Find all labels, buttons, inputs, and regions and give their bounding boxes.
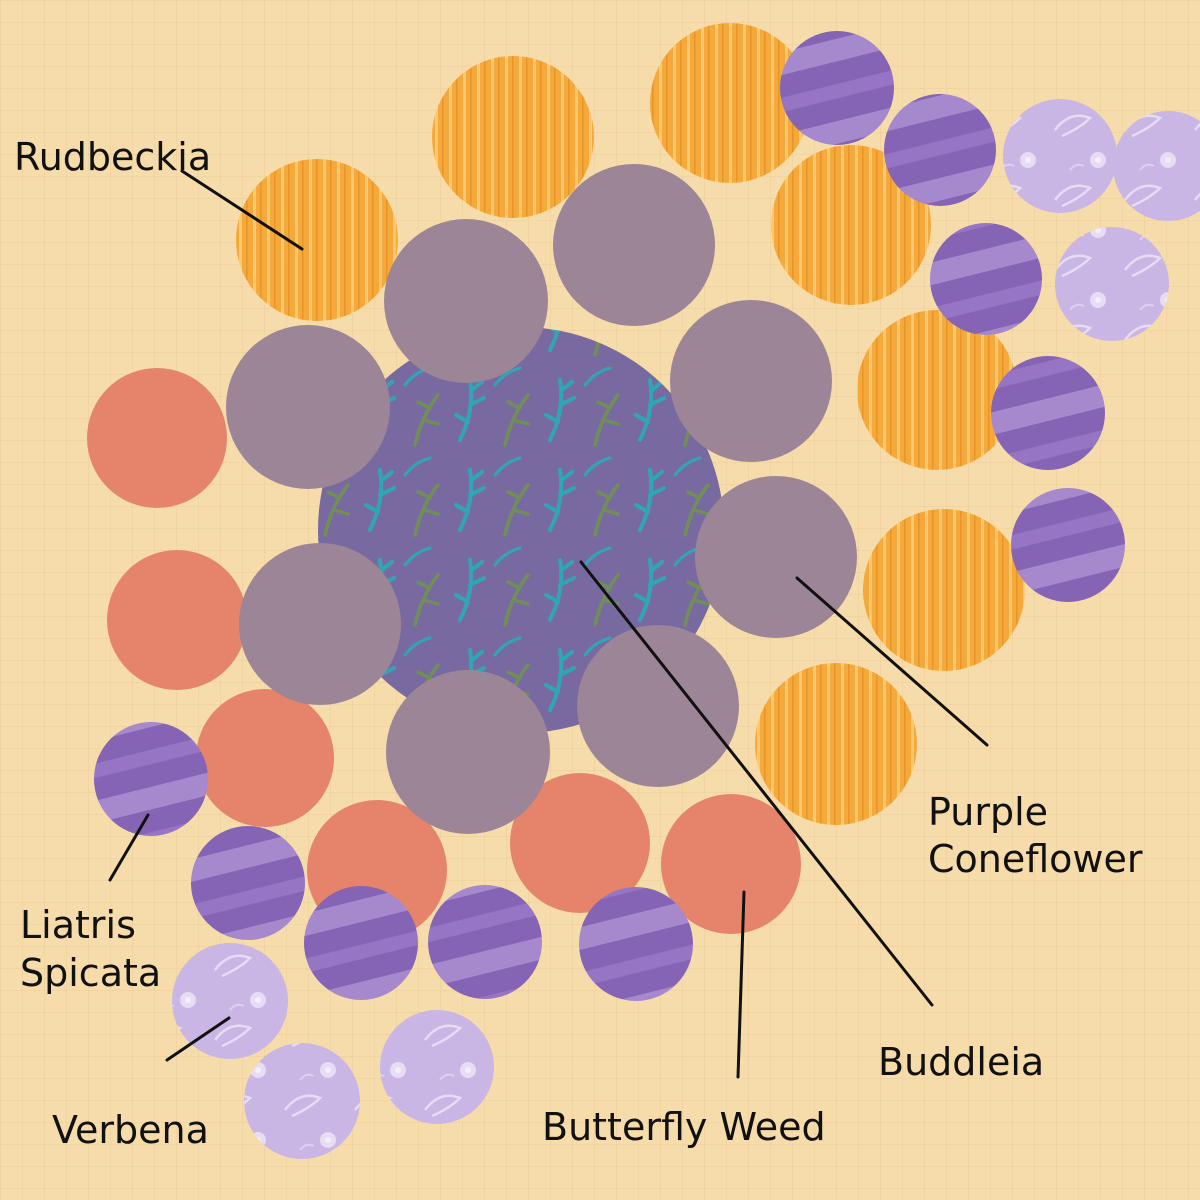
coneflower-plant [239,543,401,705]
liatris-plant [304,886,418,1000]
liatris-label-line2: Spicata [20,951,161,995]
rudbeckia-leader-line [180,169,304,251]
coneflower-plant [226,325,390,489]
rudbeckia-plant [432,56,594,218]
rudbeckia-plant [755,663,917,825]
liatris-plant [780,31,894,145]
liatris-label-line1: Liatris [20,903,136,947]
butterfly-weed-plant [107,550,247,690]
coneflower-plant [384,219,548,383]
coneflower-plant [670,300,832,462]
liatris-plant [579,887,693,1001]
liatris-plant [428,885,542,999]
verbena-plant [172,943,288,1059]
buddleia-plant [318,327,724,733]
liatris-plant [991,356,1105,470]
liatris-plant [191,826,305,940]
verbena-plant [244,1043,360,1159]
coneflower-label-line1: Purple [928,790,1048,834]
liatris-plant [930,223,1042,335]
verbena-plant [380,1010,494,1124]
verbena-label: Verbena [52,1108,209,1152]
buddleia-label: Buddleia [878,1040,1044,1084]
butterfly-weed-plant [661,794,801,934]
coneflower-label-line2: Coneflower [928,837,1143,881]
liatris-plant [1011,488,1125,602]
rudbeckia-plant [863,509,1025,671]
rudbeckia-plant [236,159,398,321]
coneflower-plant [695,476,857,638]
butterfly-weed-label: Butterfly Weed [542,1105,826,1149]
liatris-plant [884,94,996,206]
coneflower-plant [577,625,739,787]
rudbeckia-label: Rudbeckia [14,135,211,179]
rudbeckia-plant [650,23,810,183]
buddleia-leader-line [579,560,934,1007]
liatris-leader-line [108,813,150,882]
verbena-plant [1113,111,1200,221]
leader-lines [108,169,989,1079]
butterfly-weed-leader-line [736,890,746,1079]
rudbeckia-plant [857,310,1017,470]
verbena-group [172,99,1200,1159]
coneflower-plant [553,164,715,326]
liatris-plant [94,722,208,836]
coneflower-plant [386,670,550,834]
coneflower-leader-line [795,576,989,747]
liatris-group [94,31,1125,1001]
verbena-leader-line [165,1016,231,1062]
butterfly-weed-plant [87,368,227,508]
rudbeckia-group [236,23,1025,825]
verbena-plant [1003,99,1117,213]
rudbeckia-plant [771,145,931,305]
coneflower-group [226,164,857,834]
verbena-plant [1055,227,1169,341]
butterfly-weed-group [87,368,801,940]
butterfly-weed-plant [196,689,334,827]
butterfly-weed-plant [510,773,650,913]
